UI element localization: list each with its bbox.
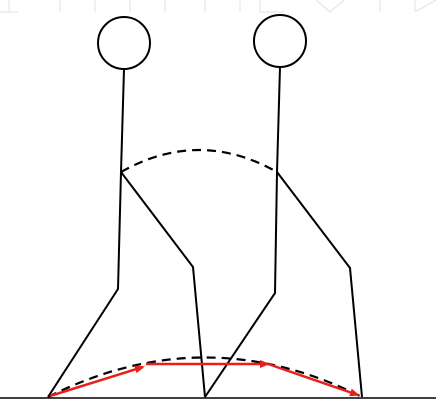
watermark-fragment bbox=[0, 0, 436, 12]
figure-right-front-leg bbox=[277, 172, 362, 397]
figure-right-head bbox=[254, 15, 306, 67]
figure-left-torso bbox=[121, 69, 124, 172]
step-arrow-3 bbox=[268, 364, 358, 395]
figure-left bbox=[48, 17, 205, 397]
figure-right bbox=[205, 15, 362, 397]
figure-left-head bbox=[98, 17, 150, 69]
hip-trajectory-arc bbox=[121, 150, 277, 172]
figure-left-back-leg bbox=[48, 172, 121, 397]
figure-right-torso bbox=[277, 67, 280, 172]
